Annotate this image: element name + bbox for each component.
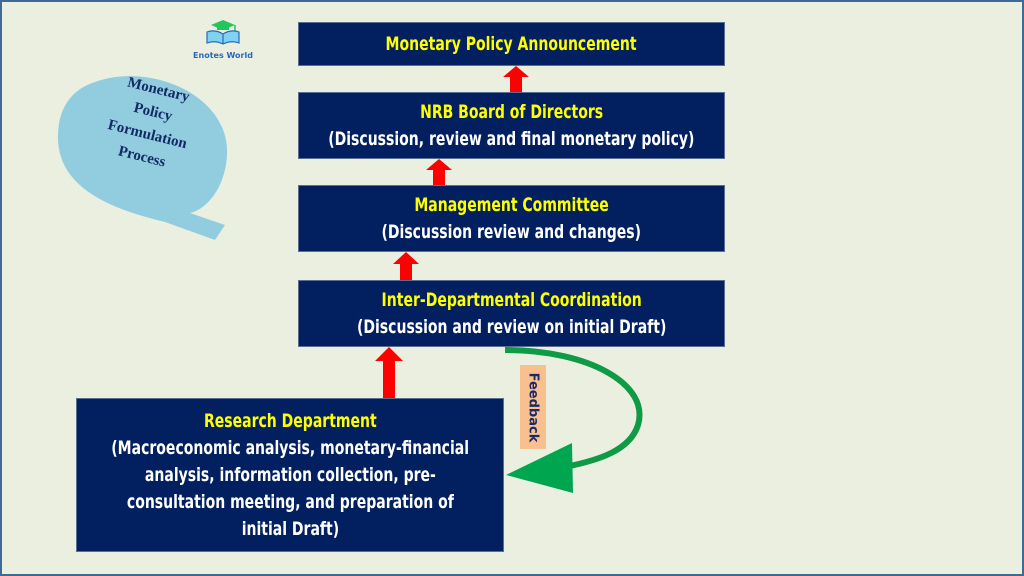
box-title: Research Department [203, 409, 377, 432]
up-arrow-icon [503, 66, 529, 92]
box-nrb-board-of-directors: NRB Board of Directors (Discussion, revi… [298, 92, 725, 159]
box-management-committee: Management Committee (Discussion review … [298, 185, 725, 252]
box-subtitle-line: analysis, information collection, pre- [144, 463, 436, 486]
box-subtitle-line: consultation meeting, and preparation of [126, 490, 454, 513]
box-subtitle: (Discussion review and changes) [381, 220, 642, 243]
feedback-text: Feedback [525, 372, 541, 442]
box-title: Monetary Policy Announcement [385, 32, 637, 55]
up-arrow-icon [426, 159, 452, 185]
speech-bubble-shape [57, 76, 228, 240]
up-arrow-icon [393, 252, 419, 280]
box-subtitle: (Discussion, review and final monetary p… [328, 127, 695, 150]
box-title: Management Committee [414, 193, 609, 216]
book-graduation-cap-icon [206, 20, 240, 45]
box-subtitle: (Discussion and review on initial Draft) [356, 315, 667, 338]
logo-text: Enotes World [193, 51, 253, 60]
box-subtitle-line: initial Draft) [241, 517, 339, 540]
enotes-world-logo: Enotes World [192, 18, 254, 60]
feedback-curved-arrow-icon [504, 347, 643, 493]
box-subtitle-line: (Macroeconomic analysis, monetary-financ… [111, 436, 469, 459]
box-monetary-policy-announcement: Monetary Policy Announcement [298, 22, 725, 66]
box-inter-departmental-coordination: Inter-Departmental Coordination (Discuss… [298, 280, 725, 347]
box-research-department: Research Department (Macroeconomic analy… [76, 398, 504, 552]
box-title: Inter-Departmental Coordination [381, 288, 642, 311]
up-arrow-icon [375, 347, 403, 399]
feedback-label: Feedback [520, 365, 546, 449]
box-title: NRB Board of Directors [419, 100, 604, 123]
